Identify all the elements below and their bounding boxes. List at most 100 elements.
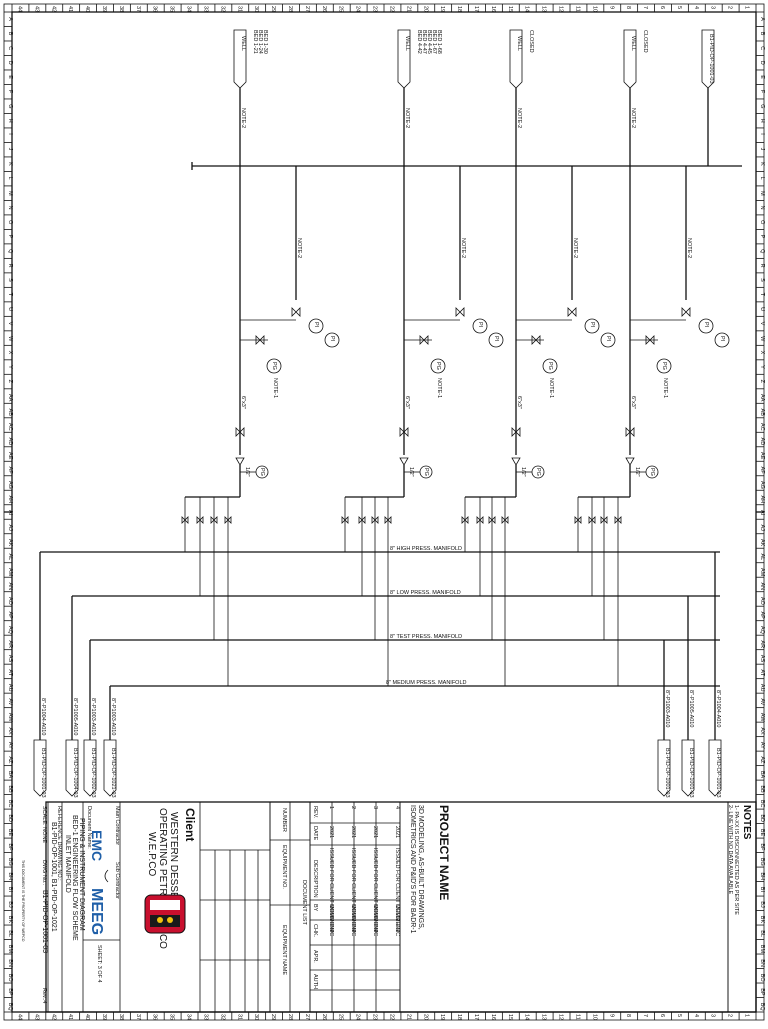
border-number: 9: [608, 6, 614, 9]
border-number: 10: [591, 1014, 597, 1020]
border-letter: BN: [759, 959, 765, 967]
border-letter: AT: [759, 669, 765, 676]
border-number: 23: [372, 6, 378, 12]
doclist-header-eqname: EQUIPMENT NAME: [281, 925, 287, 975]
border-letter: BA: [7, 771, 13, 779]
title-block: NOTES 1- PA-XX IS DISCONNECTED AS PER SI…: [21, 801, 757, 1013]
svg-text:EMC: EMC: [89, 830, 105, 861]
revision-date: 2021: [350, 826, 356, 838]
border-letter: AX: [759, 727, 765, 735]
isolation-valve-icon: [371, 516, 379, 524]
offpage-tag: B1-PID-OP-1021-03: [110, 748, 116, 798]
isolation-valve-icon: [600, 516, 608, 524]
offpage-connector: [681, 739, 695, 797]
gate-valve-icon: [235, 427, 245, 437]
document-list: NUMBER EQUIPMENT NO. DOCUMENT LIST EQUIP…: [199, 801, 311, 1013]
border-letter: AG: [759, 481, 765, 489]
border-letter: AK: [759, 539, 765, 547]
pi-tag: PI: [605, 336, 611, 342]
border-letter: A: [759, 17, 765, 21]
revision-description: ISSUED FOR CLIENT COMMENT: [372, 848, 378, 933]
border-letter: S: [759, 278, 765, 282]
border-number: 32: [219, 6, 225, 12]
border-number: 40: [84, 6, 90, 12]
isolation-valve-icon: [476, 516, 484, 524]
border-letter: AQ: [7, 626, 13, 635]
offpage-connector: [65, 739, 79, 797]
border-number: 43: [33, 1014, 39, 1020]
pg-tag: PG: [661, 362, 667, 370]
note-1: 1- PA-XX IS DISCONNECTED AS PER SITE: [733, 805, 739, 915]
border-letter: AT: [7, 669, 13, 676]
border-letter: V: [7, 322, 13, 326]
border-number: 38: [118, 6, 124, 12]
border-letter: C: [759, 46, 765, 50]
project-line-1: 3D MODELING, AS-BUILT DRAWINGS,: [417, 805, 424, 930]
border-letter: AD: [7, 438, 13, 446]
well-status: WELL: [630, 36, 636, 51]
border-letter: AL: [759, 553, 765, 560]
offpage-connector: [701, 29, 715, 89]
manifold-label: 8" TEST PRESS. MANIFOLD: [390, 634, 462, 640]
revision-header: REV.: [312, 806, 318, 819]
border-letter: N: [7, 206, 13, 210]
offpage-tag: B1-PID-OP-1001-03: [715, 748, 721, 798]
gate-valve-icon: [567, 307, 577, 317]
gate-valve-icon: [399, 427, 409, 437]
border-letter: D: [7, 61, 13, 65]
revision-checked: EMC: [328, 924, 334, 936]
manifold-label: 8" HIGH PRESS. MANIFOLD: [390, 546, 462, 552]
well-status: WELL: [404, 36, 410, 51]
border-letter: H: [759, 119, 765, 123]
pi-bubble: [584, 318, 600, 334]
border-letter: AJ: [7, 524, 13, 531]
offpage-tag: B1-PID-OP-1001-03: [688, 748, 694, 798]
offpage-connector: [83, 739, 97, 797]
border-number: 18: [456, 6, 462, 12]
border-letter: W: [759, 336, 765, 342]
isolation-valve-icon: [488, 516, 496, 524]
well-connector: [397, 29, 411, 89]
border-letter: BJ: [759, 901, 765, 908]
border-letter: Y: [759, 365, 765, 369]
border-letter: BL: [759, 930, 765, 937]
check-valve-icon: [399, 457, 409, 466]
border-letter: AR: [7, 640, 13, 648]
isolation-valve-icon: [461, 516, 469, 524]
border-letter: T: [759, 293, 765, 297]
border-letter: AC: [759, 423, 765, 431]
border-letter: E: [759, 75, 765, 79]
note-2-label: NOTE-2: [516, 108, 522, 128]
border-number: 7: [642, 1014, 648, 1017]
border-letter: AH: [759, 496, 765, 504]
project-line-2: ISOMETRICS AND P&ID'S FOR BADR-1: [409, 805, 416, 934]
client-name-2: OPERATING PETROLEUM CO: [157, 808, 168, 949]
border-number: 20: [422, 6, 428, 12]
isolation-valve-icon: [181, 516, 189, 524]
border-letter: AF: [7, 467, 13, 475]
revision-description: ISSUED FOR CLIENT COMMENT: [350, 848, 356, 933]
border-letter: BE: [759, 829, 765, 837]
isolation-valve-icon: [588, 516, 596, 524]
project-label: PROJECT NAME: [437, 805, 451, 900]
client-label: Client: [183, 808, 197, 841]
line-size: 1/2": [634, 467, 640, 477]
pg-tag: PG: [535, 468, 541, 476]
border-letter: AU: [7, 684, 13, 692]
border-letter: BE: [7, 829, 13, 837]
border-letter: N: [759, 206, 765, 210]
border-letter: AP: [759, 611, 765, 619]
wepco-logo: [144, 894, 186, 934]
gate-valve-icon: [645, 335, 655, 345]
border-number: 4: [693, 6, 699, 9]
border-letter: Y: [7, 365, 13, 369]
border-number: 34: [186, 1014, 192, 1020]
well-tag: BED 1-21: [252, 30, 258, 54]
border-letter: AB: [7, 409, 13, 417]
well-connector: [623, 29, 637, 89]
gate-valve-icon: [419, 335, 429, 345]
border-letter: AK: [7, 539, 13, 547]
